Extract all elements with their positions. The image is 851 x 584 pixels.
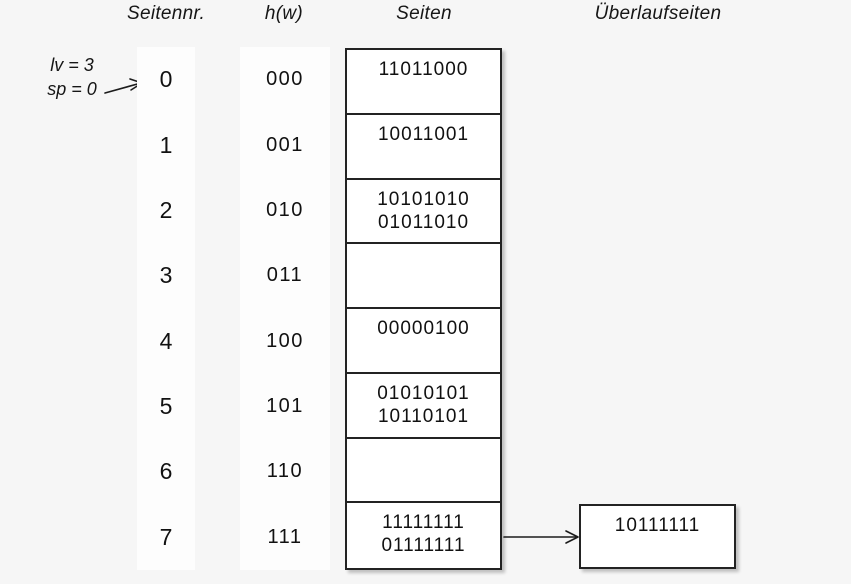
bucket-0: 11011000 xyxy=(347,50,500,115)
hash-state-annotation: lv = 3 sp = 0 xyxy=(28,53,116,101)
column-header-pages: Seiten xyxy=(396,3,452,24)
hash-value: 010 xyxy=(266,198,304,221)
bucket-6 xyxy=(347,439,500,504)
page-number: 2 xyxy=(159,196,173,223)
hash-value: 101 xyxy=(266,395,304,418)
bucket-entry: 10101010 xyxy=(377,188,470,210)
hash-value: 000 xyxy=(266,68,304,91)
split-pointer-value: sp = 0 xyxy=(47,79,97,99)
hash-value: 011 xyxy=(266,264,304,287)
bucket-entry: 01010101 xyxy=(377,382,470,404)
bucket-entry: 00000100 xyxy=(377,318,470,339)
bucket-entry: 10011001 xyxy=(377,123,470,145)
column-header-page-number: Seitennr. xyxy=(126,3,206,24)
hash-value-column: 000 001 010 011 100 101 110 111 xyxy=(240,47,330,570)
hash-value: 100 xyxy=(266,329,304,352)
bucket-5: 01010101 10110101 xyxy=(347,374,500,439)
primary-pages-box: 11011000 10011001 10101010 01011010 0000… xyxy=(345,48,502,570)
page-number: 5 xyxy=(159,393,173,420)
overflow-link-arrow-icon xyxy=(503,530,579,544)
page-number: 7 xyxy=(159,523,173,550)
bucket-entry: 11111111 xyxy=(382,512,465,534)
bucket-7: 11111111 01111111 xyxy=(347,503,500,568)
page-number: 3 xyxy=(159,262,173,289)
column-header-hash-function: h(w) xyxy=(264,3,304,24)
bucket-entry: 10110101 xyxy=(377,405,470,427)
page-number: 4 xyxy=(159,327,173,354)
overflow-entry: 10111111 xyxy=(614,515,701,536)
bucket-1: 10011001 xyxy=(347,115,500,180)
page-number: 1 xyxy=(159,131,173,158)
bucket-entry: 11011000 xyxy=(378,59,469,80)
bucket-2: 10101010 01011010 xyxy=(347,180,500,245)
hash-value: 001 xyxy=(266,133,304,156)
page-number-column: 0 1 2 3 4 5 6 7 xyxy=(137,47,195,570)
column-header-overflow-pages: Überlaufseiten xyxy=(594,3,722,24)
bucket-4: 00000100 xyxy=(347,309,500,374)
overflow-page-box: 10111111 xyxy=(579,504,736,569)
bucket-entry: 01111111 xyxy=(381,535,466,557)
bucket-entry: 01011010 xyxy=(377,211,470,233)
page-number: 6 xyxy=(159,458,173,485)
bucket-3 xyxy=(347,244,500,309)
level-value: lv = 3 xyxy=(50,55,94,75)
page-number: 0 xyxy=(159,66,173,93)
hash-value: 111 xyxy=(267,525,303,548)
hash-value: 110 xyxy=(266,460,304,483)
